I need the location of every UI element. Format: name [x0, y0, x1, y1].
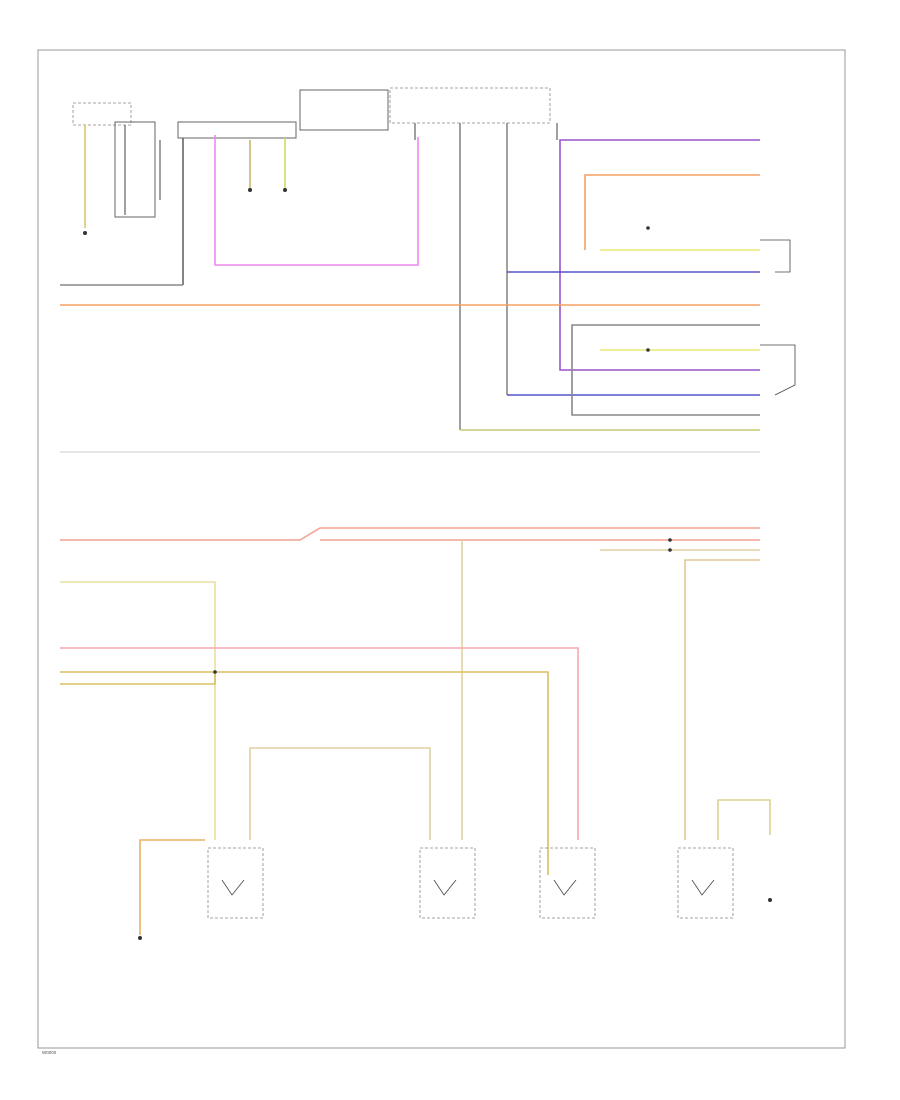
switch-module-1 [207, 847, 264, 919]
ground-bottom-left [138, 936, 142, 940]
left-module-box-2 [114, 121, 156, 218]
right-connector-group [460, 139, 796, 431]
junction-dot-1 [213, 670, 217, 674]
wire-orange-upper [584, 174, 760, 250]
wire-olive-lower-2 [60, 672, 216, 685]
wire-magenta-loop [214, 135, 419, 266]
switch-box-3 [539, 847, 596, 919]
wire-tan-mid-2 [684, 559, 760, 840]
wire-tan-link [249, 747, 431, 840]
switch-contact-3 [553, 879, 577, 896]
wire-pink [60, 647, 579, 840]
connector-dot-right-1 [646, 226, 650, 230]
lower-bus [60, 581, 772, 940]
switch-lower [760, 344, 796, 396]
wire-violet [559, 139, 760, 371]
mid-dot-1 [668, 538, 672, 542]
wire-salmon-mid [60, 527, 760, 541]
left-module-box-3 [177, 121, 297, 139]
mid-dot-2 [668, 548, 672, 552]
ground-left [83, 231, 87, 235]
mid-connector [60, 527, 760, 840]
switch-box-1 [207, 847, 264, 919]
switch-modules [207, 847, 734, 919]
connector-dot-right-2 [646, 348, 650, 352]
diagram-frame [37, 49, 846, 1049]
switch-module-2 [419, 847, 476, 919]
switch-contact-1 [221, 879, 245, 896]
switch-upper [760, 239, 791, 273]
fuse-box [389, 87, 551, 124]
footer-code: W0000 [42, 1050, 57, 1055]
fuse-module-left [299, 89, 389, 131]
bus-lines [60, 284, 760, 453]
wire-olive-lower-1 [60, 671, 549, 875]
wire-orange-bottom-left [139, 839, 205, 935]
switch-module-4 [677, 847, 734, 919]
connector-dot-1 [248, 188, 252, 192]
wire-yellow-lower-left [60, 581, 216, 840]
switch-module-3 [539, 847, 596, 919]
wire-tan-bottom-right [717, 799, 771, 840]
switch-box-4 [677, 847, 734, 919]
top-left-module [72, 102, 419, 285]
connector-dot-2 [283, 188, 287, 192]
switch-contact-4 [691, 879, 715, 896]
fuse-block [299, 87, 558, 430]
switch-contact-2 [433, 879, 457, 896]
wire-gray-loop [571, 324, 760, 416]
ground-bottom-right [768, 898, 772, 902]
switch-box-2 [419, 847, 476, 919]
